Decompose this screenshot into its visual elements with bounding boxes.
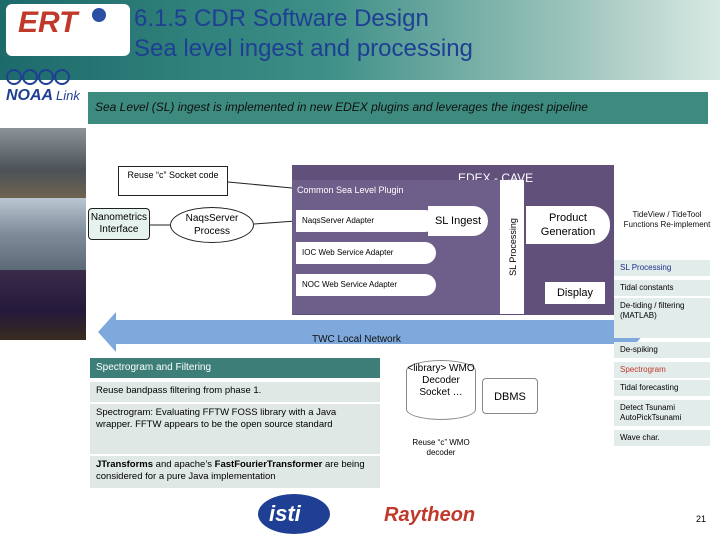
java-mid-text: and apache’s [153,459,215,470]
spectrogram-item: Spectrogram [614,362,710,378]
sl-ingest-box: SL Ingest [428,206,488,236]
despiking-item: De-spiking [614,342,710,358]
spectrogram-item-fftw: Spectrogram: Evaluating FFTW FOSS librar… [90,404,380,454]
tidal-forecasting-item: Tidal forecasting [614,380,710,396]
naqs-server-adapter: NaqsServer Adapter [296,210,436,232]
dbms-box: DBMS [482,378,538,414]
ioc-web-service-adapter: IOC Web Service Adapter [296,242,436,264]
detect-tsunami-item: Detect Tsunami AutoPickTsunami [614,400,710,426]
noc-web-service-adapter: NOC Web Service Adapter [296,274,436,296]
twc-network-label: TWC Local Network [312,334,401,345]
product-generation-box: Product Generation [526,206,610,244]
naqs-to-adapter-connector [254,221,296,224]
sl-processing-label: SL Processing [507,207,519,287]
reuse-to-plugin-connector [228,182,292,188]
page-number: 21 [696,514,706,524]
spectrogram-item-java: JTransforms and apache’s FastFourierTran… [90,456,380,488]
spectrogram-heading: Spectrogram and Filtering [90,358,380,378]
wave-char-item: Wave char. [614,430,710,446]
reuse-wmo-label: Reuse “c” WMO decoder [404,438,478,458]
jtransforms-text: JTransforms [96,459,153,470]
tideview-label: TideView / TideTool Functions Re-impleme… [618,210,716,230]
isti-logo-text: isti [269,501,301,527]
fft-transformer-text: FastFourierTransformer [215,459,323,470]
common-plugin-label: Common Sea Level Plugin [297,185,404,195]
tidal-constants-item: Tidal constants [614,280,710,296]
raytheon-logo: Raytheon [384,504,475,527]
detiding-item: De-tiding / filtering (MATLAB) [614,298,710,338]
sl-processing-item: SL Processing [614,260,710,276]
display-box: Display [545,282,605,304]
wmo-decoder-box: <library> WMO Decoder Socket … [406,360,476,420]
spectrogram-item-bandpass: Reuse bandpass filtering from phase 1. [90,382,380,402]
